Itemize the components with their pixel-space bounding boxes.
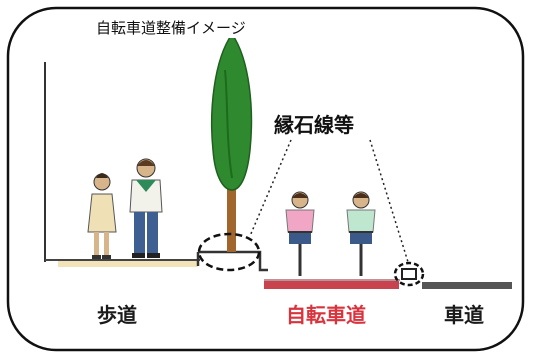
tree-foliage-shade xyxy=(224,69,233,179)
cyclist-pink xyxy=(285,191,315,276)
callout-ellipse-planting xyxy=(197,232,261,272)
pedestrian-woman xyxy=(87,173,117,259)
curb-callout-label: 縁石線等 xyxy=(274,113,354,137)
pedestrian-man xyxy=(129,158,163,258)
tree-trunk xyxy=(227,160,236,252)
leader-line-left xyxy=(249,139,292,237)
cyclist-green xyxy=(346,191,376,276)
road-curb xyxy=(401,268,417,280)
roadway-surface xyxy=(422,282,512,289)
sidewalk-label: 歩道 xyxy=(97,303,137,327)
bikelane-label: 自転車道 xyxy=(286,303,366,327)
callout-ellipse-roadcurb xyxy=(393,261,425,287)
figure-title: 自転車道整備イメージ xyxy=(92,18,250,38)
roadway-label: 車道 xyxy=(444,303,484,327)
sidewalk-surface xyxy=(58,261,198,267)
leader-line-right xyxy=(369,139,409,263)
bikelane-surface xyxy=(264,281,399,289)
tree-foliage xyxy=(211,32,253,191)
rounded-frame xyxy=(6,6,525,352)
